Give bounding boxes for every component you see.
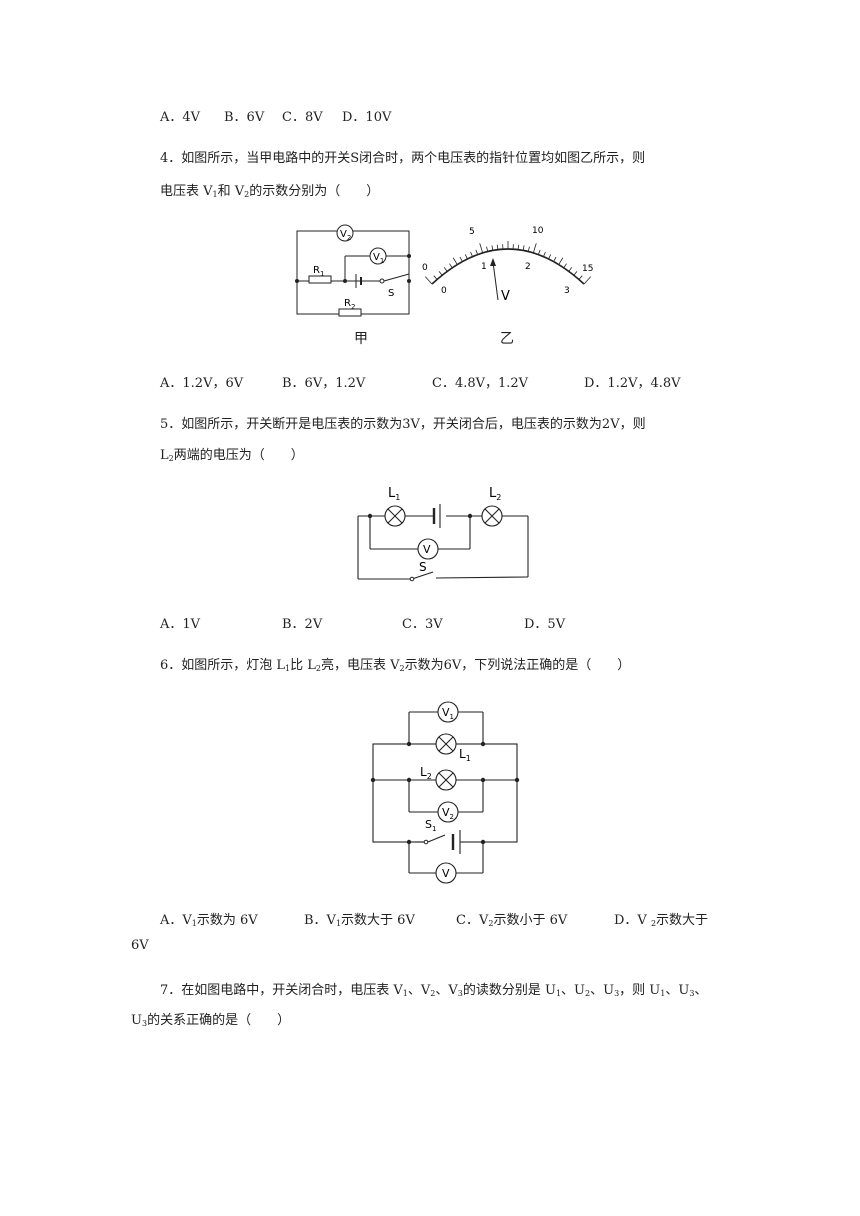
- dial-tick: [424, 276, 433, 285]
- dial-tick: [438, 271, 443, 276]
- q4-option-c[interactable]: C．4.8V，1.2V: [432, 376, 529, 391]
- q6-l2-label: L2: [420, 765, 432, 781]
- q4-stem-line1: 4．如图所示，当甲电路中的开关S闭合时，两个电压表的指针位置均如图乙所示，则: [160, 151, 646, 166]
- dial-tick: [543, 251, 546, 257]
- q5-l2-label: L2: [489, 486, 501, 502]
- dial-tick: [548, 254, 552, 260]
- circuit-jia-diagram: V2 V1 R1 R2 S: [295, 224, 411, 317]
- dial-tick: [479, 243, 484, 254]
- dial-tick: [470, 251, 473, 257]
- dial-tick: [464, 254, 468, 260]
- q4-option-a[interactable]: A．1.2V，6V: [160, 376, 244, 391]
- q3-option-b[interactable]: B．6V: [224, 110, 265, 125]
- q6-option-a[interactable]: A．V1示数为 6V: [160, 913, 258, 928]
- q6-option-d-wrap: 6V: [131, 938, 149, 953]
- q6-s1-label: S1: [425, 818, 436, 833]
- dial-tick: [583, 276, 592, 285]
- q5-option-c[interactable]: C．3V: [402, 617, 443, 632]
- dial-tick: [573, 271, 578, 276]
- q5-option-a[interactable]: A．1V: [160, 617, 201, 632]
- q5-option-d[interactable]: D．5V: [524, 617, 566, 632]
- dial-tick: [486, 246, 489, 252]
- r2-label: R2: [344, 298, 355, 311]
- q6-v1-label: V1: [442, 706, 454, 721]
- q3-option-a[interactable]: A．4V: [160, 110, 201, 125]
- q4-option-d[interactable]: D．1.2V，4.8V: [584, 376, 681, 391]
- circuit-q5-diagram: V L1 L2 S: [357, 486, 529, 582]
- dial-tick: [558, 257, 564, 265]
- dial-tick: [553, 257, 557, 262]
- q5-switch-label: S: [419, 560, 427, 574]
- dial-outer-10: 10: [532, 226, 544, 236]
- dial-tick: [449, 263, 453, 269]
- dial-tick: [452, 257, 458, 265]
- r1-label: R1: [313, 265, 324, 278]
- q6-option-b[interactable]: B．V1示数大于 6V: [304, 913, 415, 928]
- dial-tick: [459, 257, 463, 262]
- q5-stem-line1: 5．如图所示，开关断开是电压表的示数为3V，开关闭合后，电压表的示数为2V，则: [160, 417, 646, 432]
- dial-inner-3: 3: [564, 286, 570, 296]
- q6-v-label: V: [442, 867, 450, 880]
- v2-meter-label: V2: [340, 229, 351, 242]
- dial-outer-5: 5: [469, 227, 475, 237]
- q6-v2-label: V2: [442, 806, 454, 821]
- q6-option-c[interactable]: C．V2示数小于 6V: [456, 913, 568, 928]
- q7-stem-line1: 7．在如图电路中，开关闭合时，电压表 V1、V2、V3的读数分别是 U1、U2、…: [160, 983, 708, 998]
- q5-voltmeter-label: V: [423, 543, 431, 556]
- dial-tick: [491, 245, 494, 251]
- dial-inner-0: 0: [441, 286, 447, 296]
- voltmeter-dial: 0 5 10 15 0 1 2 3 V: [422, 226, 593, 304]
- dial-tick: [475, 249, 478, 255]
- q4-option-b[interactable]: B．6V，1.2V: [282, 376, 366, 391]
- dial-tick: [443, 267, 448, 272]
- dial-pointer: [492, 261, 499, 301]
- dial-tick: [563, 263, 567, 269]
- dial-inner-1: 1: [481, 262, 487, 272]
- figure-yi-label: 乙: [500, 331, 514, 347]
- q6-stem: 6．如图所示，灯泡 L1比 L2亮，电压表 V2示数为6V，下列说法正确的是（ …: [160, 658, 631, 673]
- dial-inner-2: 2: [525, 262, 531, 272]
- dial-tick: [527, 246, 530, 252]
- dial-unit-v: V: [501, 289, 510, 304]
- q7-stem-line2: U3的关系正确的是（ ）: [131, 1013, 291, 1028]
- dial-outer-0: 0: [422, 263, 428, 273]
- q3-option-c[interactable]: C．8V: [282, 110, 323, 125]
- dial-pointer-head: [490, 258, 496, 266]
- dial-tick: [532, 243, 537, 254]
- dial-tick: [522, 245, 525, 251]
- dial-tick: [578, 275, 583, 280]
- v1-meter-label: V1: [373, 252, 384, 265]
- dial-tick: [496, 244, 499, 250]
- q3-option-d[interactable]: D．10V: [342, 110, 392, 125]
- switch-s-label: S: [388, 288, 394, 299]
- q6-l1-label: L1: [459, 747, 471, 763]
- figure-jia-label: 甲: [354, 331, 368, 347]
- dial-tick: [568, 267, 573, 272]
- circuit-q6-diagram: V1 V2 V L1 L2 S1: [370, 701, 520, 884]
- dial-tick: [433, 275, 438, 280]
- q5-l1-label: L1: [388, 486, 400, 502]
- q5-stem-line2: L2两端的电压为（ ）: [160, 448, 304, 463]
- dial-tick: [517, 244, 520, 250]
- dial-outer-15: 15: [582, 264, 593, 274]
- dial-arc: [431, 248, 585, 285]
- q4-stem-line2: 电压表 V1和 V2的示数分别为（ ）: [160, 184, 380, 199]
- q5-option-b[interactable]: B．2V: [282, 617, 323, 632]
- q6-option-d[interactable]: D．V 2示数大于: [614, 913, 709, 928]
- dial-tick: [538, 249, 541, 255]
